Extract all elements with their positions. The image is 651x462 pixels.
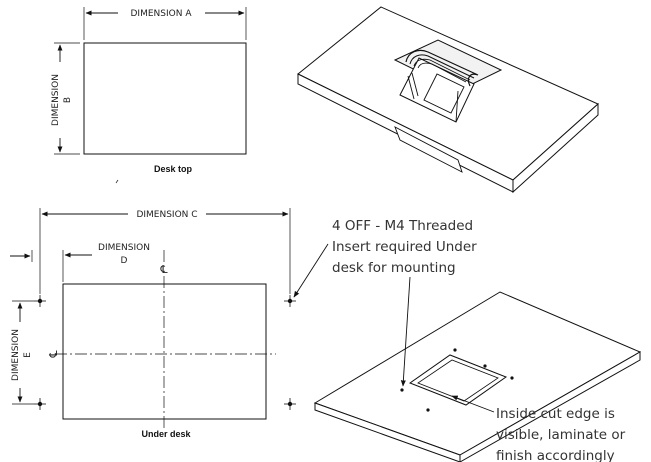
dimension-b-label-1: DIMENSION	[51, 74, 61, 126]
mounting-hole-marker-top-left	[34, 295, 46, 307]
dimension-a-label: DIMENSION A	[131, 9, 193, 19]
dimension-d-label-2: D	[121, 256, 128, 266]
threaded-insert-dot-4	[426, 408, 430, 412]
cut-edge-note-line-1: Inside cut edge is	[496, 406, 615, 422]
under-desk-caption: Under desk	[141, 429, 191, 439]
mounting-note-line-1: 4 OFF - M4 Threaded	[332, 218, 473, 234]
dimension-e-label-1: DIMENSION	[11, 329, 21, 381]
desk-top-caption: Desk top	[154, 164, 193, 174]
cut-edge-note-line-2: visible, laminate or	[496, 427, 626, 443]
dimension-e-label-2: E	[23, 352, 33, 358]
mounting-note-line-2: Insert required Under	[332, 239, 477, 255]
cut-edge-note: Inside cut edge is visible, laminate or …	[451, 395, 626, 462]
under-desk-outline	[62, 283, 267, 420]
cut-edge-note-line-3: finish accordingly	[496, 448, 615, 462]
desk-top-view: DIMENSION A DIMENSION B Desk top	[51, 7, 247, 184]
mounting-hole-marker-bottom-right	[284, 398, 296, 410]
desk-top-outline	[83, 42, 247, 155]
underside-cutout-opening	[408, 354, 508, 406]
desk-isometric-top-view	[297, 6, 599, 194]
desk-edge-right	[512, 102, 599, 194]
threaded-insert-dot-1	[400, 388, 404, 392]
centerline-symbol-left: ℄	[47, 350, 60, 358]
dimension-c-label: DIMENSION C	[136, 210, 197, 220]
mounting-hole-marker-bottom-left	[34, 398, 46, 410]
dimension-d-label-1: DIMENSION	[98, 243, 150, 253]
threaded-insert-dot-3	[483, 364, 487, 368]
under-desk-view: ℄ ℄ DIMENSION C	[10, 208, 296, 439]
cut-edge-note-leader	[451, 395, 495, 413]
dimension-b-label-2: B	[63, 97, 73, 103]
desk-underside-edge-right	[459, 351, 641, 462]
mounting-note: 4 OFF - M4 Threaded Insert required Unde…	[293, 218, 477, 387]
threaded-insert-dot-5	[510, 376, 514, 380]
desk-underside-edge-front	[314, 402, 461, 462]
mounting-note-leader-2	[400, 276, 411, 387]
mounting-note-line-3: desk for mounting	[332, 260, 456, 276]
threaded-insert-dot-2	[453, 348, 457, 352]
desk-isometric-under-view	[313, 291, 642, 462]
centerline-symbol-top: ℄	[159, 263, 167, 276]
mounting-hole-marker-top-right	[284, 295, 296, 307]
mounting-note-leader-1	[293, 243, 329, 298]
